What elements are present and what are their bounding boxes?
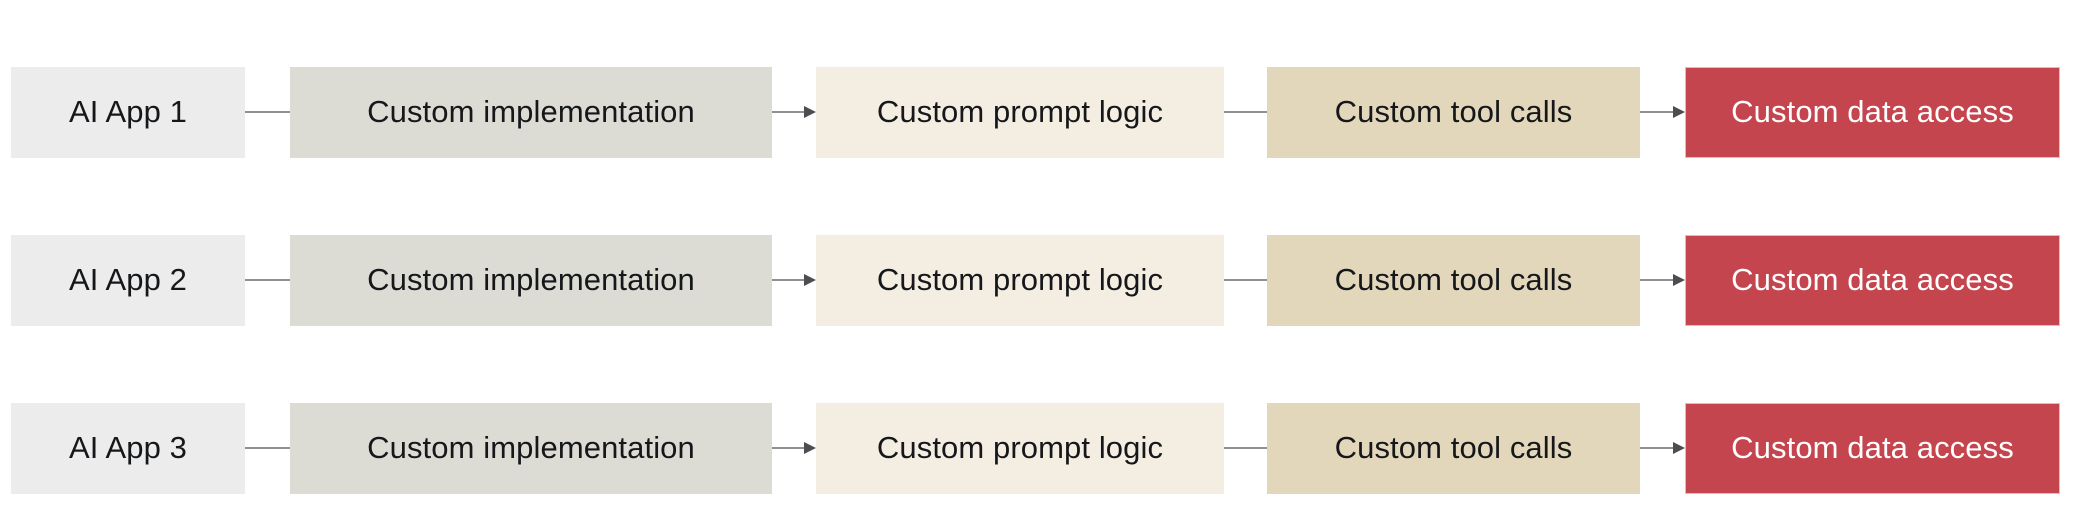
connector-app-to-implementation bbox=[245, 279, 290, 282]
connector-line bbox=[245, 111, 290, 113]
node-custom-data-access[interactable]: Custom data access bbox=[1685, 235, 2060, 326]
connector-line bbox=[245, 447, 290, 449]
connector-tool-calls-to-data-access bbox=[1640, 442, 1685, 454]
node-label: Custom data access bbox=[1731, 262, 2014, 298]
node-custom-implementation[interactable]: Custom implementation bbox=[290, 403, 772, 494]
connector-line bbox=[1640, 111, 1674, 113]
connector-line bbox=[1224, 279, 1267, 281]
connector-app-to-implementation bbox=[245, 447, 290, 450]
connector-app-to-implementation bbox=[245, 111, 290, 114]
node-custom-data-access[interactable]: Custom data access bbox=[1685, 67, 2060, 158]
connector-line bbox=[245, 279, 290, 281]
node-label: AI App 2 bbox=[68, 262, 187, 298]
connector-prompt-logic-to-tool-calls bbox=[1224, 111, 1267, 114]
connector-implementation-to-prompt-logic bbox=[772, 274, 816, 286]
connector-line bbox=[772, 447, 805, 449]
node-label: Custom prompt logic bbox=[876, 94, 1164, 130]
node-ai-app[interactable]: AI App 1 bbox=[11, 67, 245, 158]
connector-prompt-logic-to-tool-calls bbox=[1224, 447, 1267, 450]
node-custom-tool-calls[interactable]: Custom tool calls bbox=[1267, 67, 1640, 158]
node-ai-app[interactable]: AI App 2 bbox=[11, 235, 245, 326]
connector-line bbox=[772, 111, 805, 113]
node-ai-app[interactable]: AI App 3 bbox=[11, 403, 245, 494]
connector-line bbox=[772, 279, 805, 281]
node-label: Custom tool calls bbox=[1334, 94, 1573, 130]
connector-tool-calls-to-data-access bbox=[1640, 106, 1685, 118]
node-custom-tool-calls[interactable]: Custom tool calls bbox=[1267, 235, 1640, 326]
node-label: Custom tool calls bbox=[1334, 262, 1573, 298]
node-label: Custom implementation bbox=[367, 262, 695, 298]
node-custom-implementation[interactable]: Custom implementation bbox=[290, 67, 772, 158]
node-custom-implementation[interactable]: Custom implementation bbox=[290, 235, 772, 326]
node-label: AI App 1 bbox=[68, 94, 187, 130]
connector-prompt-logic-to-tool-calls bbox=[1224, 279, 1267, 282]
node-label: Custom tool calls bbox=[1334, 430, 1573, 466]
arrow-right-icon bbox=[1673, 106, 1685, 118]
arrow-right-icon bbox=[804, 274, 816, 286]
connector-implementation-to-prompt-logic bbox=[772, 442, 816, 454]
connector-line bbox=[1640, 279, 1674, 281]
node-custom-prompt-logic[interactable]: Custom prompt logic bbox=[816, 403, 1224, 494]
node-label: Custom implementation bbox=[367, 430, 695, 466]
arrow-right-icon bbox=[804, 442, 816, 454]
connector-tool-calls-to-data-access bbox=[1640, 274, 1685, 286]
node-label: AI App 3 bbox=[68, 430, 187, 466]
flow-row: AI App 1 Custom implementation Custom pr… bbox=[0, 67, 2078, 158]
node-label: Custom data access bbox=[1731, 430, 2014, 466]
connector-line bbox=[1224, 111, 1267, 113]
node-label: Custom prompt logic bbox=[876, 262, 1164, 298]
node-label: Custom implementation bbox=[367, 94, 695, 130]
node-custom-prompt-logic[interactable]: Custom prompt logic bbox=[816, 235, 1224, 326]
connector-line bbox=[1640, 447, 1674, 449]
flow-row: AI App 2 Custom implementation Custom pr… bbox=[0, 235, 2078, 326]
arrow-right-icon bbox=[804, 106, 816, 118]
node-label: Custom data access bbox=[1731, 94, 2014, 130]
node-label: Custom prompt logic bbox=[876, 430, 1164, 466]
node-custom-prompt-logic[interactable]: Custom prompt logic bbox=[816, 67, 1224, 158]
connector-implementation-to-prompt-logic bbox=[772, 106, 816, 118]
flow-row: AI App 3 Custom implementation Custom pr… bbox=[0, 403, 2078, 494]
node-custom-tool-calls[interactable]: Custom tool calls bbox=[1267, 403, 1640, 494]
node-custom-data-access[interactable]: Custom data access bbox=[1685, 403, 2060, 494]
arrow-right-icon bbox=[1673, 274, 1685, 286]
arrow-right-icon bbox=[1673, 442, 1685, 454]
connector-line bbox=[1224, 447, 1267, 449]
